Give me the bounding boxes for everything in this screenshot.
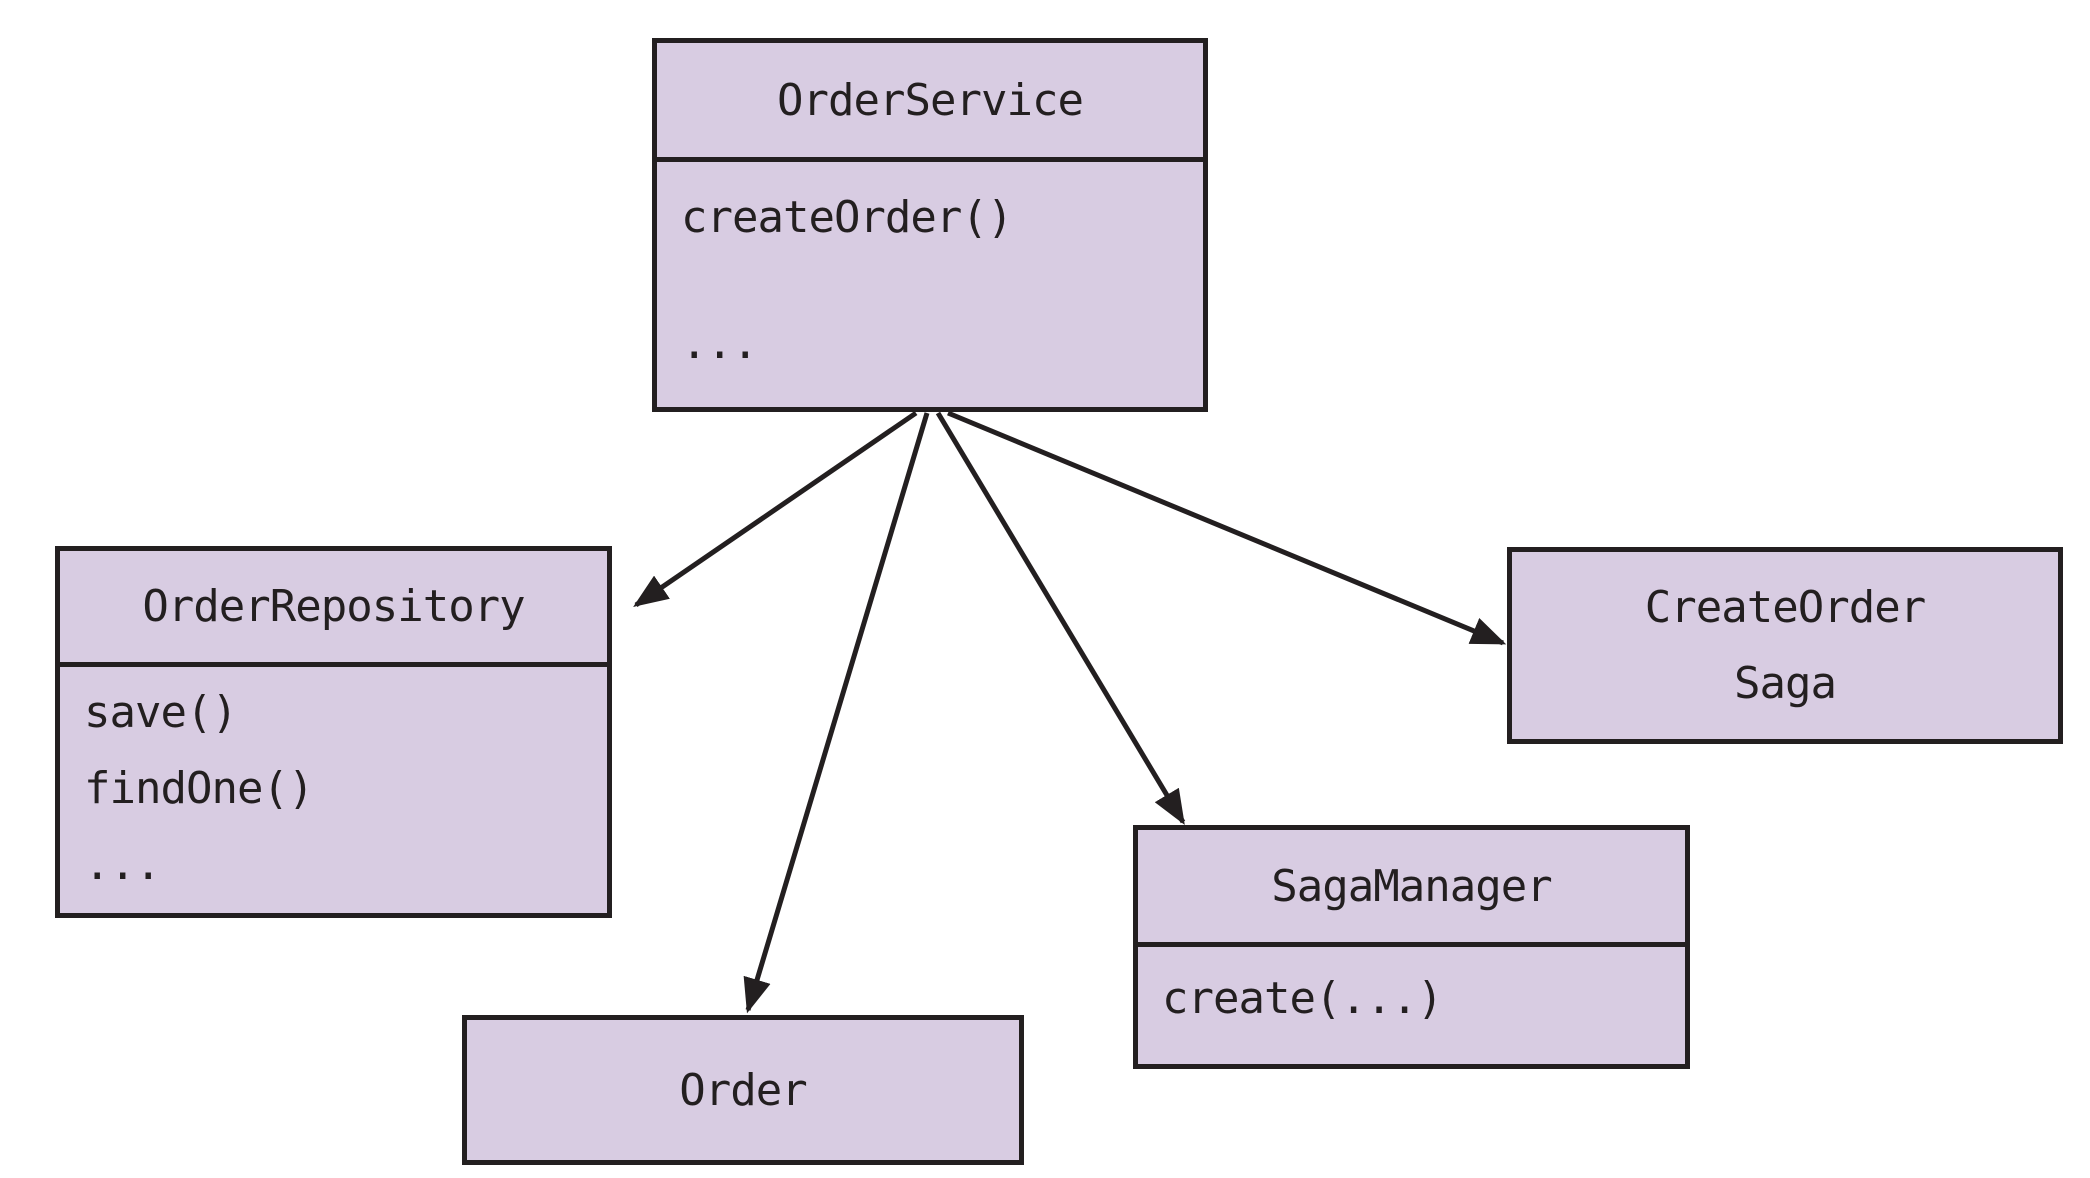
- arrow-orderservice-to-order: [743, 412, 930, 1014]
- class-saga-manager: SagaManager create(...): [1133, 825, 1690, 1069]
- class-title: SagaManager: [1138, 830, 1685, 947]
- class-title-line: CreateOrder: [1644, 581, 1926, 633]
- class-members: createOrder() ...: [657, 162, 1203, 402]
- class-title-line: Saga: [1734, 657, 1837, 709]
- class-order-repository: OrderRepository save() findOne() ...: [55, 546, 612, 918]
- class-title: OrderService: [657, 43, 1203, 162]
- class-order: Order: [462, 1015, 1024, 1165]
- class-member: findOne(): [84, 763, 314, 814]
- class-title: OrderRepository: [60, 551, 607, 667]
- class-member: ...: [681, 318, 758, 369]
- class-member: ...: [84, 839, 161, 890]
- class-title: CreateOrder Saga: [1512, 552, 2058, 739]
- arrow-orderservice-to-orderrepository: [633, 410, 918, 608]
- class-member: createOrder(): [681, 192, 1013, 243]
- class-members: create(...): [1138, 947, 1685, 1059]
- class-members: save() findOne() ...: [60, 667, 607, 908]
- class-create-order-saga: CreateOrder Saga: [1507, 547, 2063, 744]
- class-member: save(): [84, 687, 238, 738]
- class-order-service: OrderService createOrder() ...: [652, 38, 1208, 412]
- class-title: Order: [679, 1064, 807, 1116]
- arrow-orderservice-to-createordersaga: [947, 410, 1507, 646]
- class-member: create(...): [1162, 973, 1443, 1024]
- arrow-orderservice-to-sagamanager: [935, 411, 1186, 826]
